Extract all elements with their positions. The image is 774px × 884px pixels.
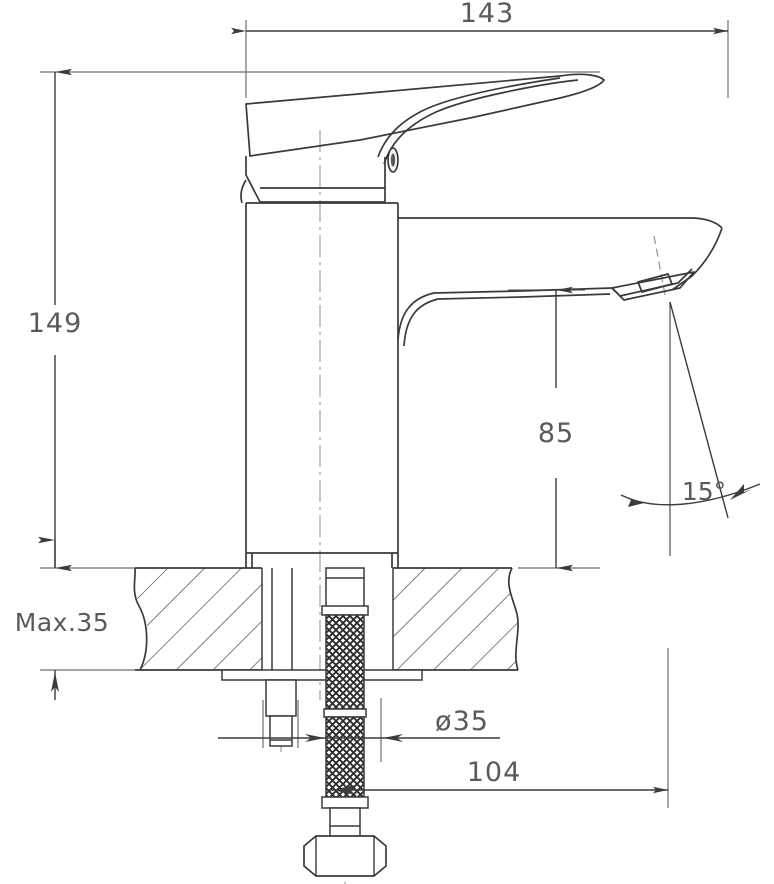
lever-handle-neck-inner: [383, 79, 579, 165]
angle-arrow-right: [730, 484, 752, 500]
dim-label-85: 85: [538, 418, 574, 449]
supply-hose-group: [303, 567, 387, 877]
countertop-group: [133, 567, 519, 671]
base-flange-sides: [251, 553, 393, 568]
dimension-max35: Max.35: [15, 536, 109, 700]
dimension-149: 149: [28, 68, 83, 572]
lever-pivot-screw-inner: [390, 153, 396, 167]
faucet-outline-group: [240, 73, 723, 568]
dim-arrow-max35-lower: [51, 672, 59, 692]
hose-collar-upper: [321, 605, 369, 616]
dimension-d35: ø35: [218, 706, 500, 742]
hose-collar-middle: [323, 708, 367, 718]
hose-collar-lower: [321, 796, 369, 809]
angle-leg-tilted: [669, 301, 729, 519]
spout-outer-right: [671, 227, 723, 291]
dim-arrow-104-left: [332, 785, 356, 795]
dim-arrow-d35-right: [383, 734, 403, 742]
dimension-15deg: 15°: [620, 301, 761, 556]
mounting-bolt-shank: [265, 679, 297, 717]
hose-nipple: [329, 807, 361, 841]
handle-body-block: [245, 156, 386, 203]
lever-handle-blade: [245, 73, 605, 157]
dimension-104: 104: [330, 757, 668, 795]
countertop-left-hatch: [134, 568, 262, 670]
dimension-85: 85: [538, 286, 574, 572]
dim-arrow-d35-left: [305, 734, 325, 742]
handle-left-chamfer: [240, 179, 247, 204]
mounting-washer-plate: [221, 669, 423, 681]
dim-label-d35: ø35: [435, 706, 489, 737]
spout-underside-curve: [397, 287, 613, 341]
countertop-hole-walls: [261, 568, 394, 670]
dimension-143: 143: [231, 0, 728, 35]
mounting-bolt-tip: [269, 715, 293, 747]
spout-underside-inner: [403, 293, 611, 347]
hose-hex-nut: [303, 835, 387, 877]
dim-label-104: 104: [467, 757, 522, 788]
spout-top-surface: [398, 217, 723, 229]
hose-ferrule-upper: [325, 567, 365, 609]
dim-label-143: 143: [460, 0, 515, 29]
dim-label-149: 149: [28, 308, 83, 339]
dim-label-15deg: 15°: [682, 477, 726, 506]
dim-label-max35: Max.35: [15, 608, 109, 637]
aerator-face-detail: [637, 273, 673, 293]
angle-arrow-left: [624, 496, 644, 507]
lever-handle-neck-curve: [377, 77, 561, 158]
countertop-right-hatch: [393, 568, 518, 670]
centreline-aerator: [653, 235, 667, 301]
hose-braid-upper: [325, 614, 365, 710]
